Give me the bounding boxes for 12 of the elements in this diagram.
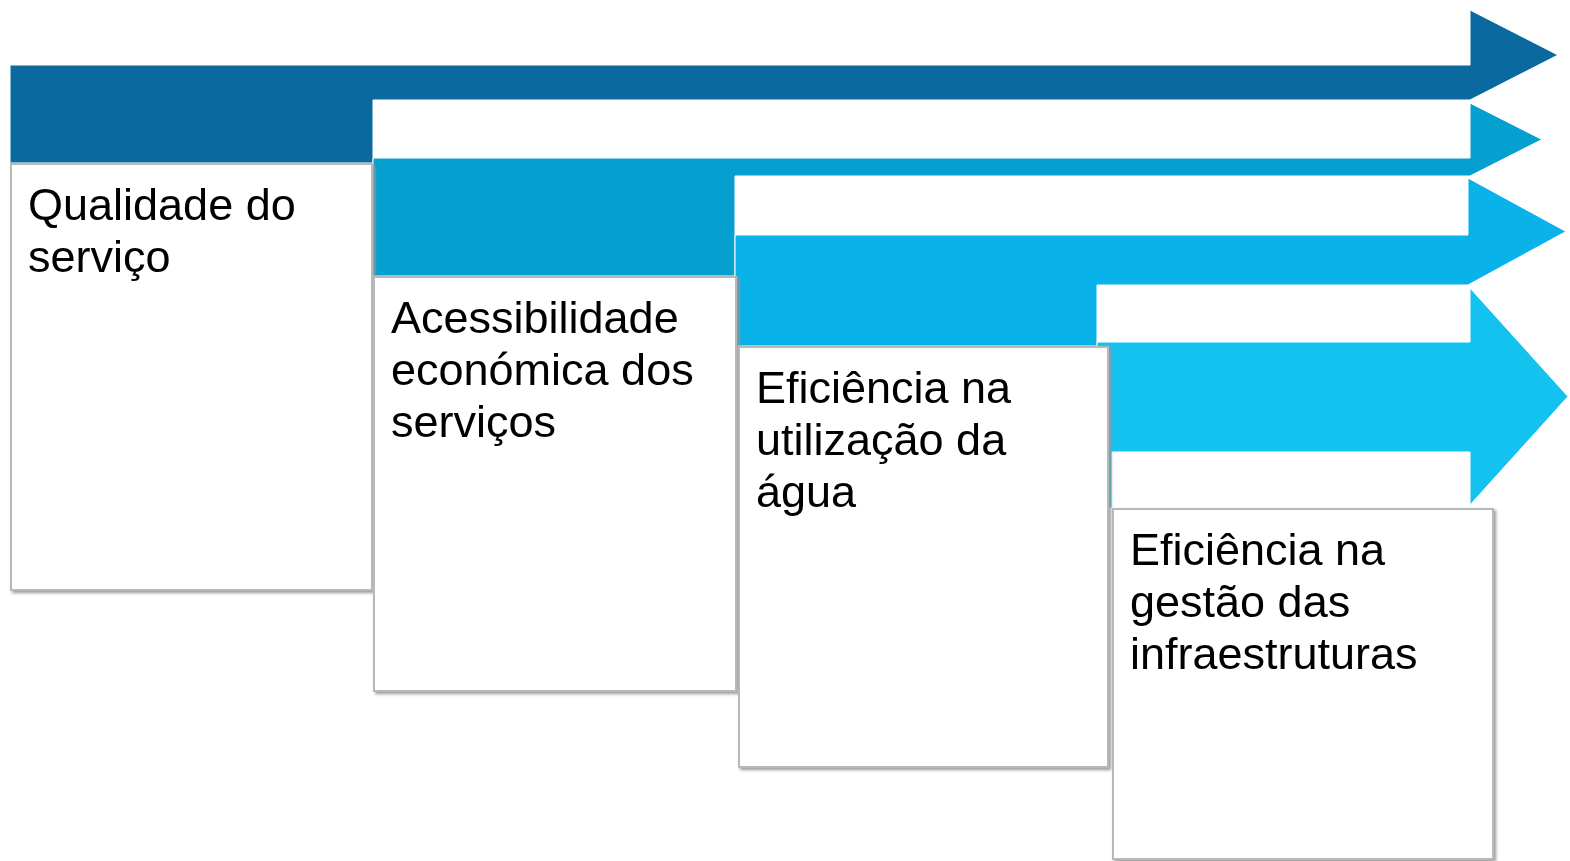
box-label: Eficiência na gestão das infraestruturas [1130,524,1419,680]
box-label: Eficiência na utilização da água [756,362,1013,518]
text-box [1112,508,1494,860]
bent-arrow [1096,287,1569,509]
text-box [10,163,373,591]
bent-arrow [9,9,1559,164]
bent-arrow [734,177,1567,347]
box-label: Qualidade do serviço [28,179,297,283]
box-label: Acessibilidade económica dos serviços [391,292,695,448]
text-box [738,346,1109,768]
bent-arrow [372,102,1543,277]
text-box [373,276,737,692]
